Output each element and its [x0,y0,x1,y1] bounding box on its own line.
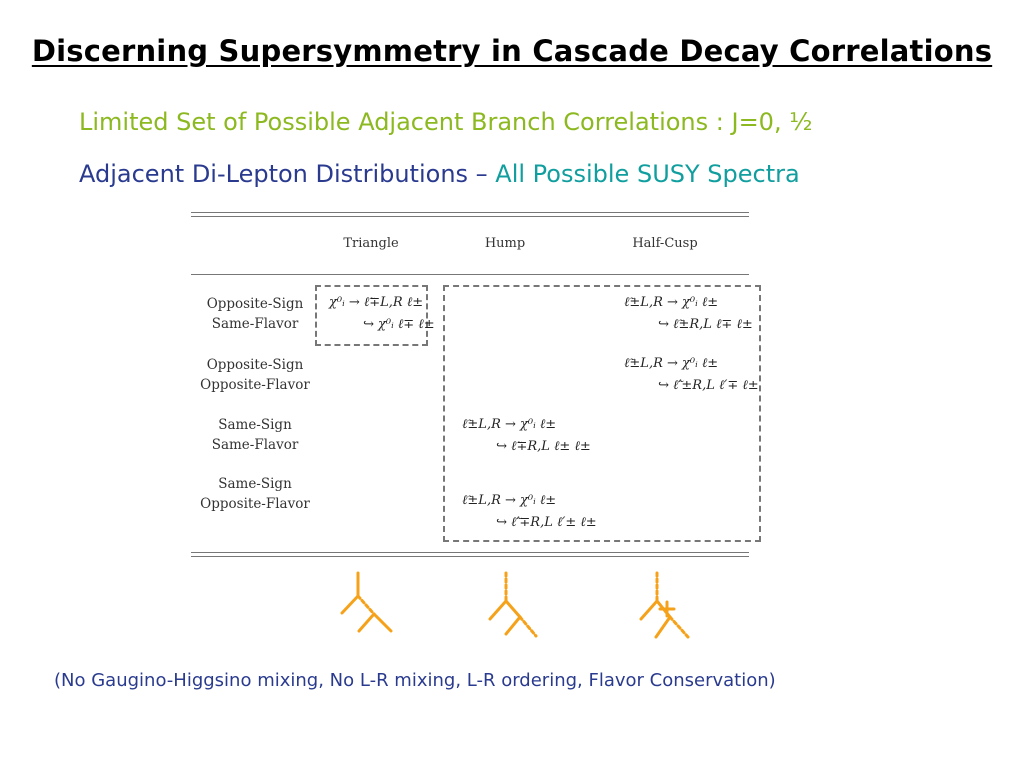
formula-hump-ss-sf: ℓ̃±L,R → χ⁰ᵢ ℓ± ↪ ℓ̃∓R,L ℓ± ℓ± [462,414,591,458]
formula-line1: χ⁰ᵢ → ℓ̃∓L,R ℓ± [329,295,424,310]
half-cusp-diagram-icon [639,571,690,639]
subtitle-branch-correlations: Limited Set of Possible Adjacent Branch … [79,108,813,136]
row-label-line1: Opposite-Sign [206,357,304,373]
column-header-triangle: Triangle [343,236,399,251]
formula-line2: ↪ ℓ̃′∓R,L ℓ′± ℓ± [496,515,597,530]
table-bottom-rule-1 [191,552,749,553]
row-label-ss-of: Same-Sign Opposite-Flavor [190,474,320,514]
triangle-diagram-icon [340,571,393,633]
formula-line1: ℓ̃±L,R → χ⁰ᵢ ℓ± [462,493,557,508]
slide-title: Discerning Supersymmetry in Cascade Deca… [31,34,993,68]
row-label-line2: Opposite-Flavor [200,377,310,393]
row-label-line1: Opposite-Sign [206,296,304,312]
formula-line2: ↪ ℓ̃±R,L ℓ∓ ℓ± [658,317,753,332]
formula-line2: ↪ ℓ̃′±R,L ℓ′∓ ℓ± [658,378,759,393]
footer-assumptions: (No Gaugino-Higgsino mixing, No L-R mixi… [54,670,776,691]
row-label-line1: Same-Sign [218,476,292,492]
row-label-os-of: Opposite-Sign Opposite-Flavor [190,355,320,395]
formula-line2: ↪ ℓ̃∓R,L ℓ± ℓ± [496,439,591,454]
triangle-dashed-box [315,285,428,346]
subtitle-dash: – [468,160,496,188]
formula-line1: ℓ̃±L,R → χ⁰ᵢ ℓ± [624,295,719,310]
hump-halfcusp-dashed-box [443,285,761,542]
table-bottom-rule-2 [191,556,749,557]
hump-diagram-icon [488,571,538,638]
subtitle-part2: All Possible SUSY Spectra [495,160,800,188]
subtitle-part1: Adjacent Di-Lepton Distributions [79,160,469,188]
formula-line1: ℓ̃±L,R → χ⁰ᵢ ℓ± [624,356,719,371]
formula-halfcusp-os-sf: ℓ̃±L,R → χ⁰ᵢ ℓ± ↪ ℓ̃±R,L ℓ∓ ℓ± [624,292,753,336]
formula-line1: ℓ̃±L,R → χ⁰ᵢ ℓ± [462,417,557,432]
row-label-os-sf: Opposite-Sign Same-Flavor [190,294,320,334]
subtitle-dilepton-distributions: Adjacent Di-Lepton Distributions – All P… [79,160,800,188]
formula-triangle-os-sf: χ⁰ᵢ → ℓ̃∓L,R ℓ± ↪ χ⁰ᵢ ℓ∓ ℓ± [329,292,435,336]
formula-line2: ↪ χ⁰ᵢ ℓ∓ ℓ± [363,317,435,332]
row-label-line2: Same-Flavor [211,316,299,332]
column-header-hump: Hump [484,236,526,251]
table-header-rule [191,274,749,275]
table-top-rule-2 [191,216,749,217]
row-label-line2: Opposite-Flavor [200,496,310,512]
row-label-line2: Same-Flavor [211,437,299,453]
column-header-half-cusp: Half-Cusp [632,236,698,251]
formula-halfcusp-os-of: ℓ̃±L,R → χ⁰ᵢ ℓ± ↪ ℓ̃′±R,L ℓ′∓ ℓ± [624,353,759,397]
formula-hump-ss-of: ℓ̃±L,R → χ⁰ᵢ ℓ± ↪ ℓ̃′∓R,L ℓ′± ℓ± [462,490,597,534]
row-label-ss-sf: Same-Sign Same-Flavor [190,415,320,455]
row-label-line1: Same-Sign [218,417,292,433]
table-top-rule-1 [191,212,749,213]
